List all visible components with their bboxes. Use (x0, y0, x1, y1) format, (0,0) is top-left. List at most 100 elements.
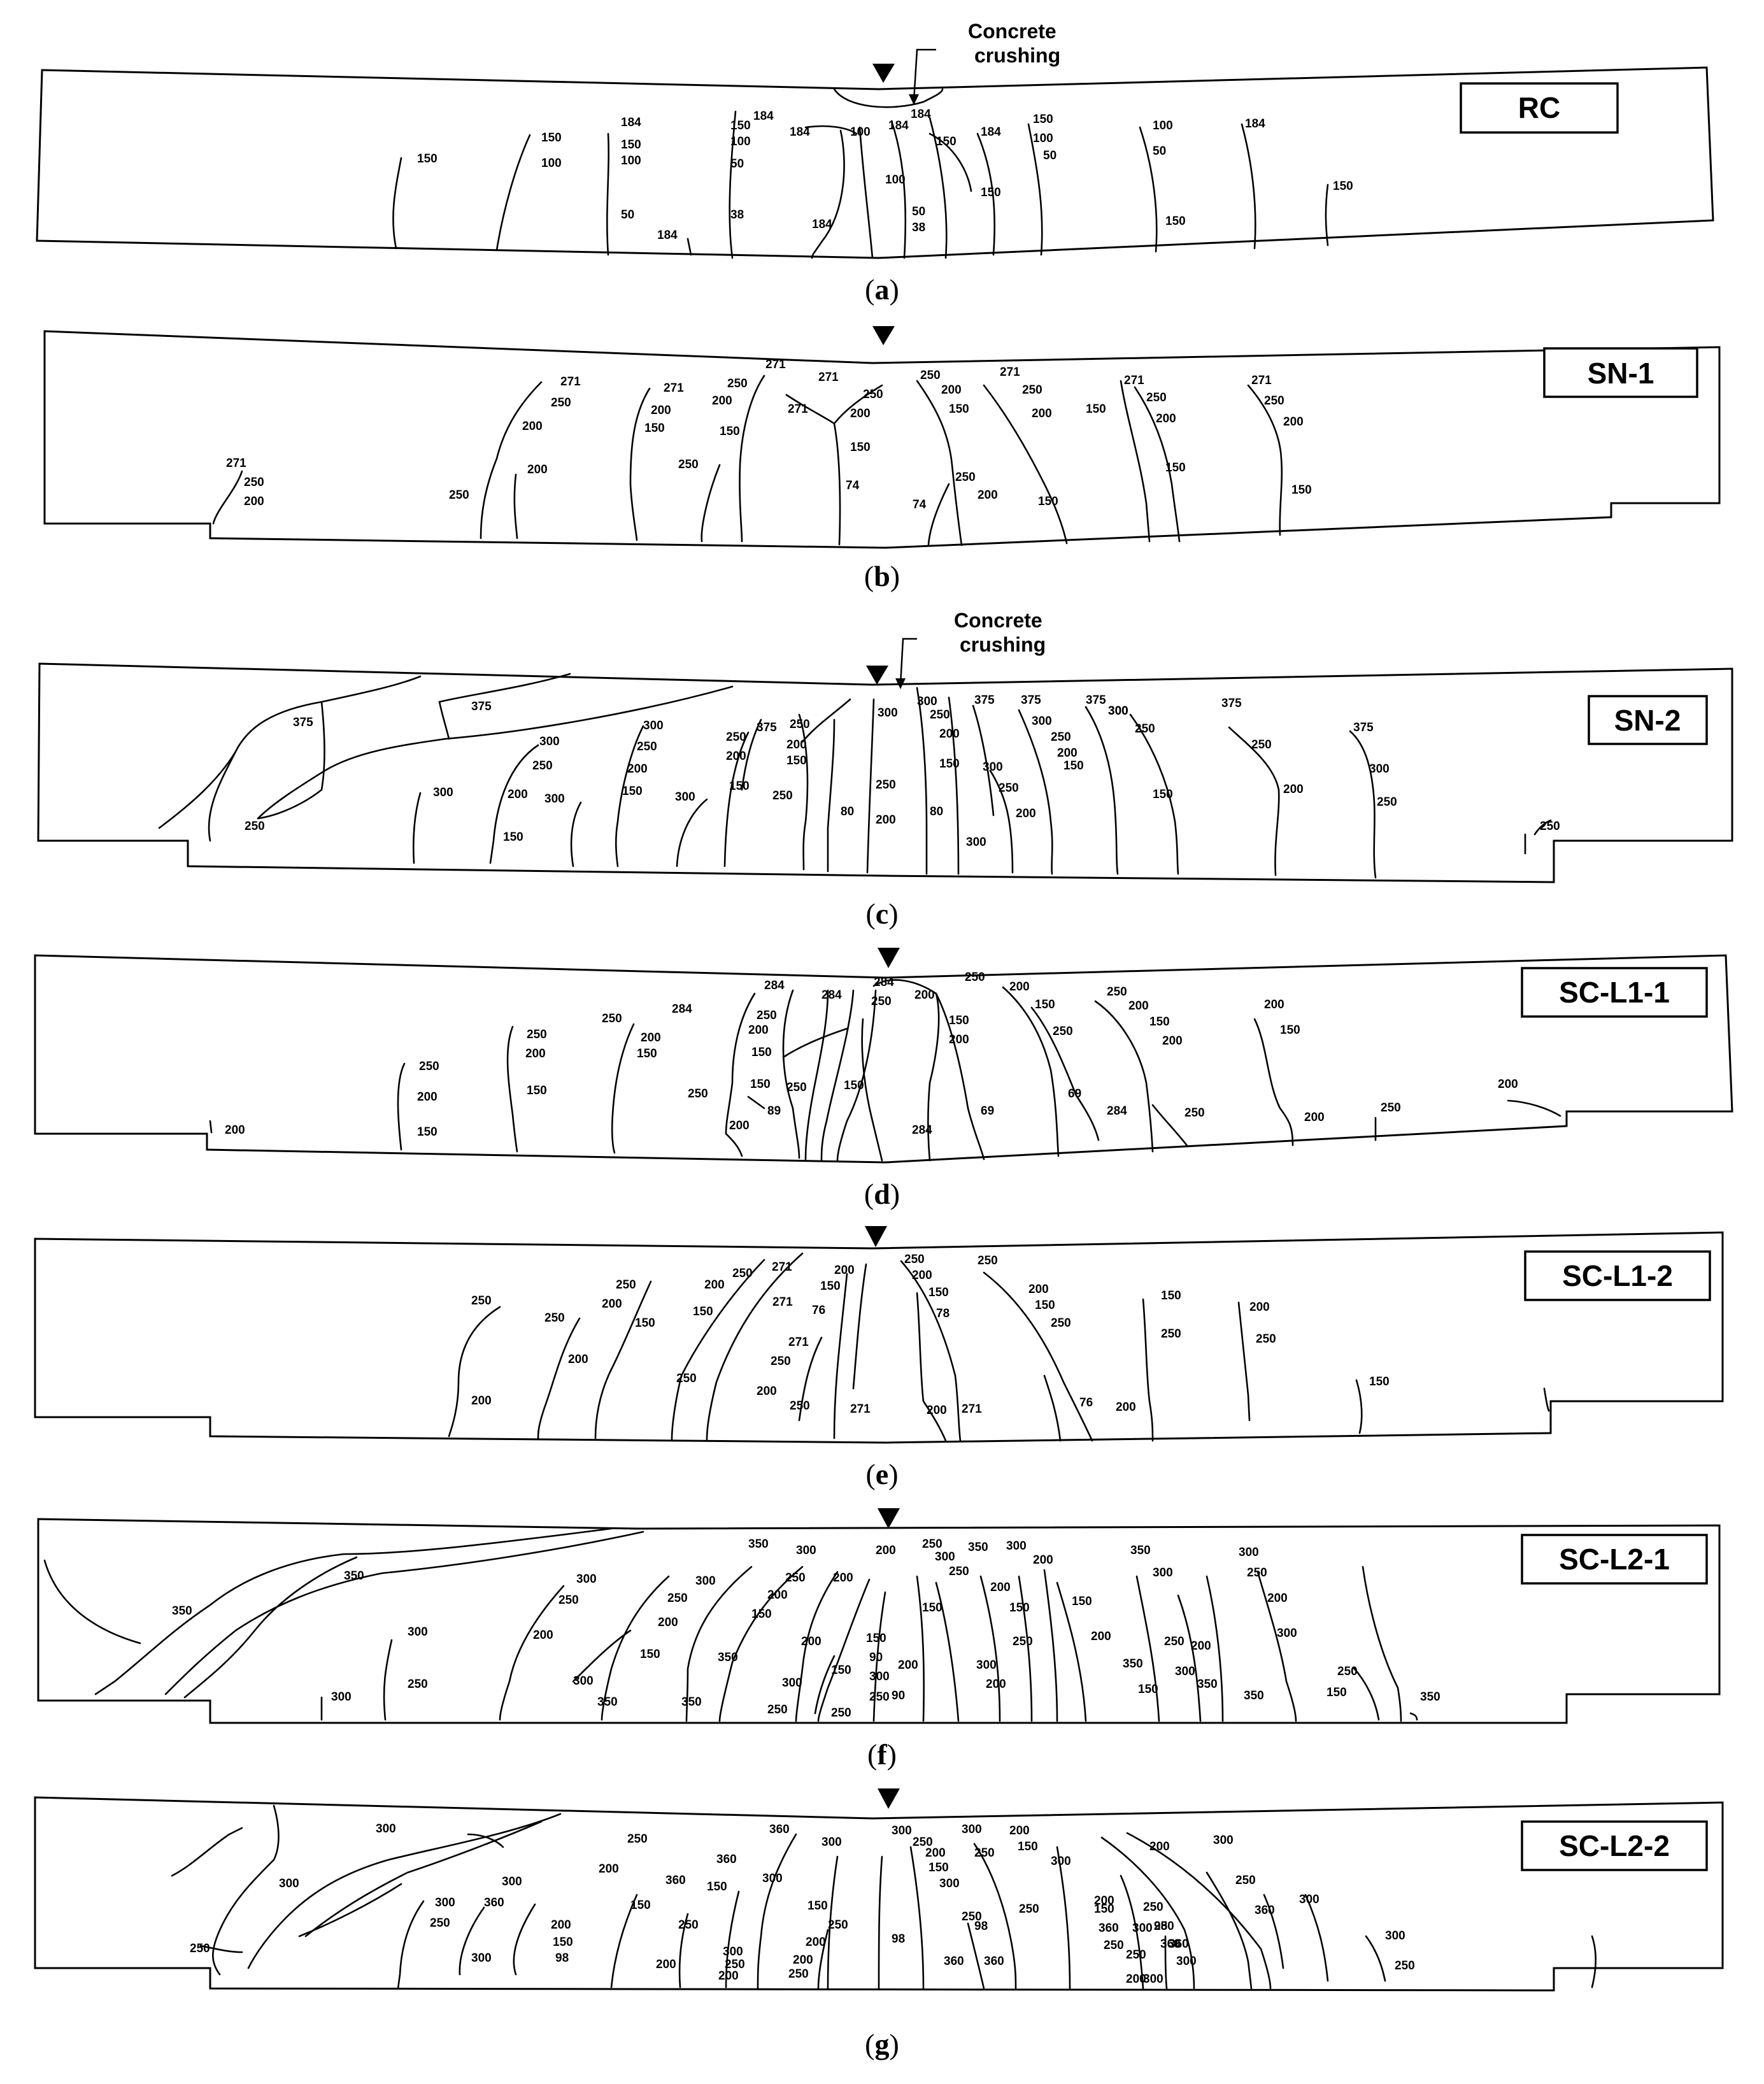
crack-line (1043, 1569, 1058, 1722)
load-label: 375 (1021, 694, 1041, 707)
beam-outline (37, 1518, 1721, 1724)
load-label: 360 (1169, 1938, 1189, 1951)
crack-line (506, 1025, 518, 1153)
load-label: 150 (844, 1079, 864, 1092)
load-label: 150 (730, 119, 751, 132)
load-label: 300 (408, 1625, 428, 1639)
load-label: 250 (1146, 391, 1167, 404)
load-label: 200 (522, 420, 543, 433)
load-label: 250 (1381, 1101, 1401, 1115)
load-label: 150 (831, 1664, 851, 1677)
load-label: 200 (949, 1033, 969, 1046)
load-label: 300 (279, 1877, 299, 1890)
load-label: 150 (922, 1601, 942, 1615)
load-label: 200 (1009, 980, 1030, 994)
specimen-label-box (1521, 1534, 1708, 1585)
load-label: 150 (949, 1014, 969, 1027)
load-label: 200 (914, 988, 935, 1002)
crack-line (183, 1556, 358, 1699)
crack-line (820, 989, 855, 1162)
load-label: 250 (974, 1846, 995, 1860)
load-label: 50 (912, 205, 925, 218)
crushing-zone (833, 88, 944, 108)
load-label: 250 (831, 1706, 851, 1720)
load-label: 250 (757, 1009, 777, 1022)
load-label: 150 (720, 425, 740, 438)
load-label: 250 (790, 718, 810, 731)
load-label: 250 (430, 1916, 450, 1930)
crack-line (798, 1336, 823, 1422)
load-label: 150 (1094, 1902, 1114, 1916)
specimen-label-box (1521, 967, 1708, 1018)
crack-line (43, 1559, 141, 1645)
load-label: 375 (757, 721, 777, 734)
load-label: 250 (1164, 1635, 1184, 1648)
load-label: 250 (1154, 1920, 1174, 1933)
crack-line (701, 464, 721, 543)
load-label: 200 (1128, 999, 1149, 1013)
load-label: 250 (602, 1012, 622, 1025)
load-label: 200 (1016, 807, 1036, 820)
load-label: 250 (678, 458, 699, 471)
crack-line (948, 696, 960, 875)
load-label: 200 (898, 1659, 918, 1672)
crack-line (1352, 1666, 1380, 1721)
crack-line (795, 1571, 839, 1722)
load-label: 76 (1079, 1396, 1093, 1410)
panel-c: Concrete crushing SN-2 (37, 609, 1733, 930)
crack-line (814, 1655, 836, 1715)
crack-line (782, 1027, 848, 1059)
specimen-label: RC (1518, 91, 1560, 124)
load-label: 300 (1132, 1922, 1153, 1935)
panel-caption: (f) (867, 1738, 897, 1771)
crack-line (499, 1585, 565, 1721)
load-label: 250 (1377, 796, 1397, 809)
load-label: 360 (984, 1955, 1004, 1968)
crack-line (872, 1591, 886, 1722)
crack-line (397, 1062, 406, 1151)
crack-line (611, 1023, 635, 1154)
load-label: 200 (834, 1264, 855, 1277)
load-label: 184 (812, 218, 832, 231)
panel-caption: (g) (865, 2028, 899, 2060)
load-label: 200 (527, 463, 548, 476)
specimen-label-box (1524, 1250, 1711, 1301)
load-label: 350 (597, 1695, 618, 1709)
crack-line (158, 675, 422, 829)
load-label: 271 (1000, 366, 1020, 379)
crack-line (1085, 706, 1119, 875)
load-label: 250 (1264, 394, 1284, 408)
load-label: 184 (911, 108, 931, 121)
crack-line (739, 375, 765, 543)
load-label: 200 (656, 1958, 676, 1971)
load-label: 200 (1116, 1401, 1136, 1414)
load-point-marker (865, 1226, 887, 1247)
load-label: 300 (471, 1952, 492, 1965)
load-label: 150 (936, 135, 957, 148)
load-label: 150 (981, 186, 1001, 199)
load-label: 90 (869, 1651, 883, 1664)
load-label: 250 (828, 1918, 848, 1932)
crack-line (171, 1827, 243, 1877)
crack-line (1120, 1874, 1144, 1990)
load-label: 360 (484, 1896, 504, 1909)
crack-line (397, 1900, 425, 1990)
load-label: 300 (643, 719, 664, 732)
crack-line (836, 989, 877, 1162)
load-label: 284 (912, 1124, 932, 1137)
load-label: 300 (576, 1573, 597, 1586)
load-label: 150 (1072, 1595, 1092, 1608)
load-label: 350 (1130, 1544, 1151, 1557)
load-label: 200 (850, 407, 871, 420)
load-label: 250 (1251, 738, 1272, 752)
load-label: 150 (1165, 215, 1186, 228)
load-label: 250 (471, 1294, 492, 1308)
load-label: 200 (1304, 1111, 1325, 1124)
load-label: 150 (621, 138, 641, 152)
crack-line (1304, 1894, 1329, 1982)
crack-line (1056, 1846, 1071, 1990)
load-label: 200 (1267, 1592, 1288, 1605)
load-label: 271 (765, 358, 786, 371)
load-label: 250 (1540, 820, 1560, 833)
